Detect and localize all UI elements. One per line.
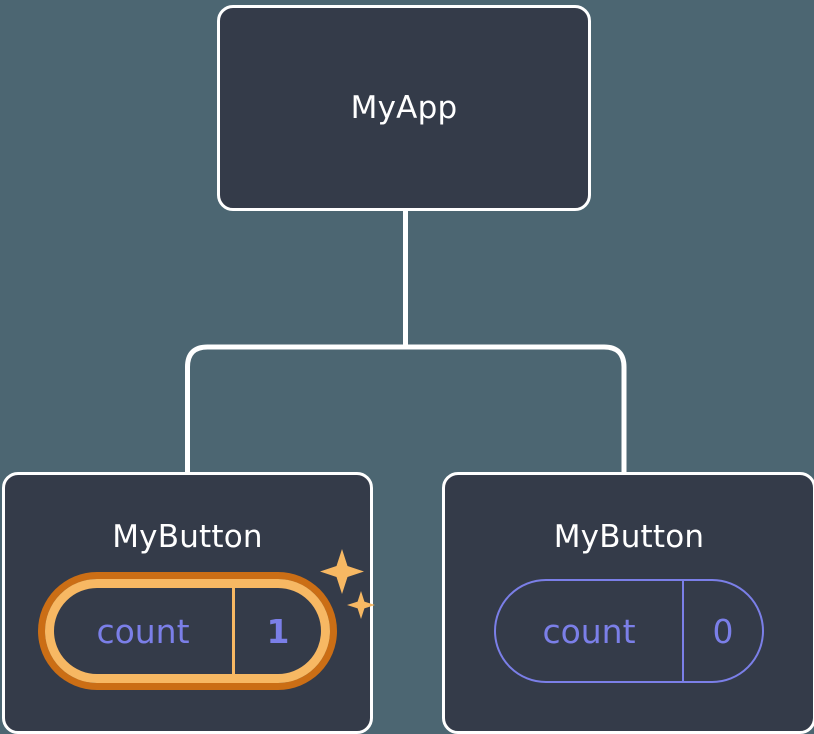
connector-bus: [185, 344, 627, 472]
component-node-myapp[interactable]: MyApp: [217, 5, 591, 211]
state-value: 1: [266, 611, 290, 651]
node-title: MyButton: [112, 519, 263, 555]
node-title: MyApp: [350, 90, 458, 126]
component-node-mybutton-right[interactable]: MyButton count 0: [442, 472, 814, 734]
sparkle-icon: [347, 591, 375, 619]
state-pill-wrapper: count 0: [494, 579, 764, 683]
state-name: count: [496, 581, 684, 681]
sparkle-icon: [320, 549, 364, 594]
state-name: count: [54, 588, 235, 674]
state-value: 0: [712, 611, 734, 651]
state-pill-highlighted[interactable]: count 1: [45, 579, 330, 683]
state-pill[interactable]: count 0: [494, 579, 764, 683]
state-pill-wrapper: count 1: [45, 549, 375, 683]
component-node-mybutton-left[interactable]: MyButton count 1: [2, 472, 375, 734]
node-title: MyButton: [553, 519, 705, 555]
